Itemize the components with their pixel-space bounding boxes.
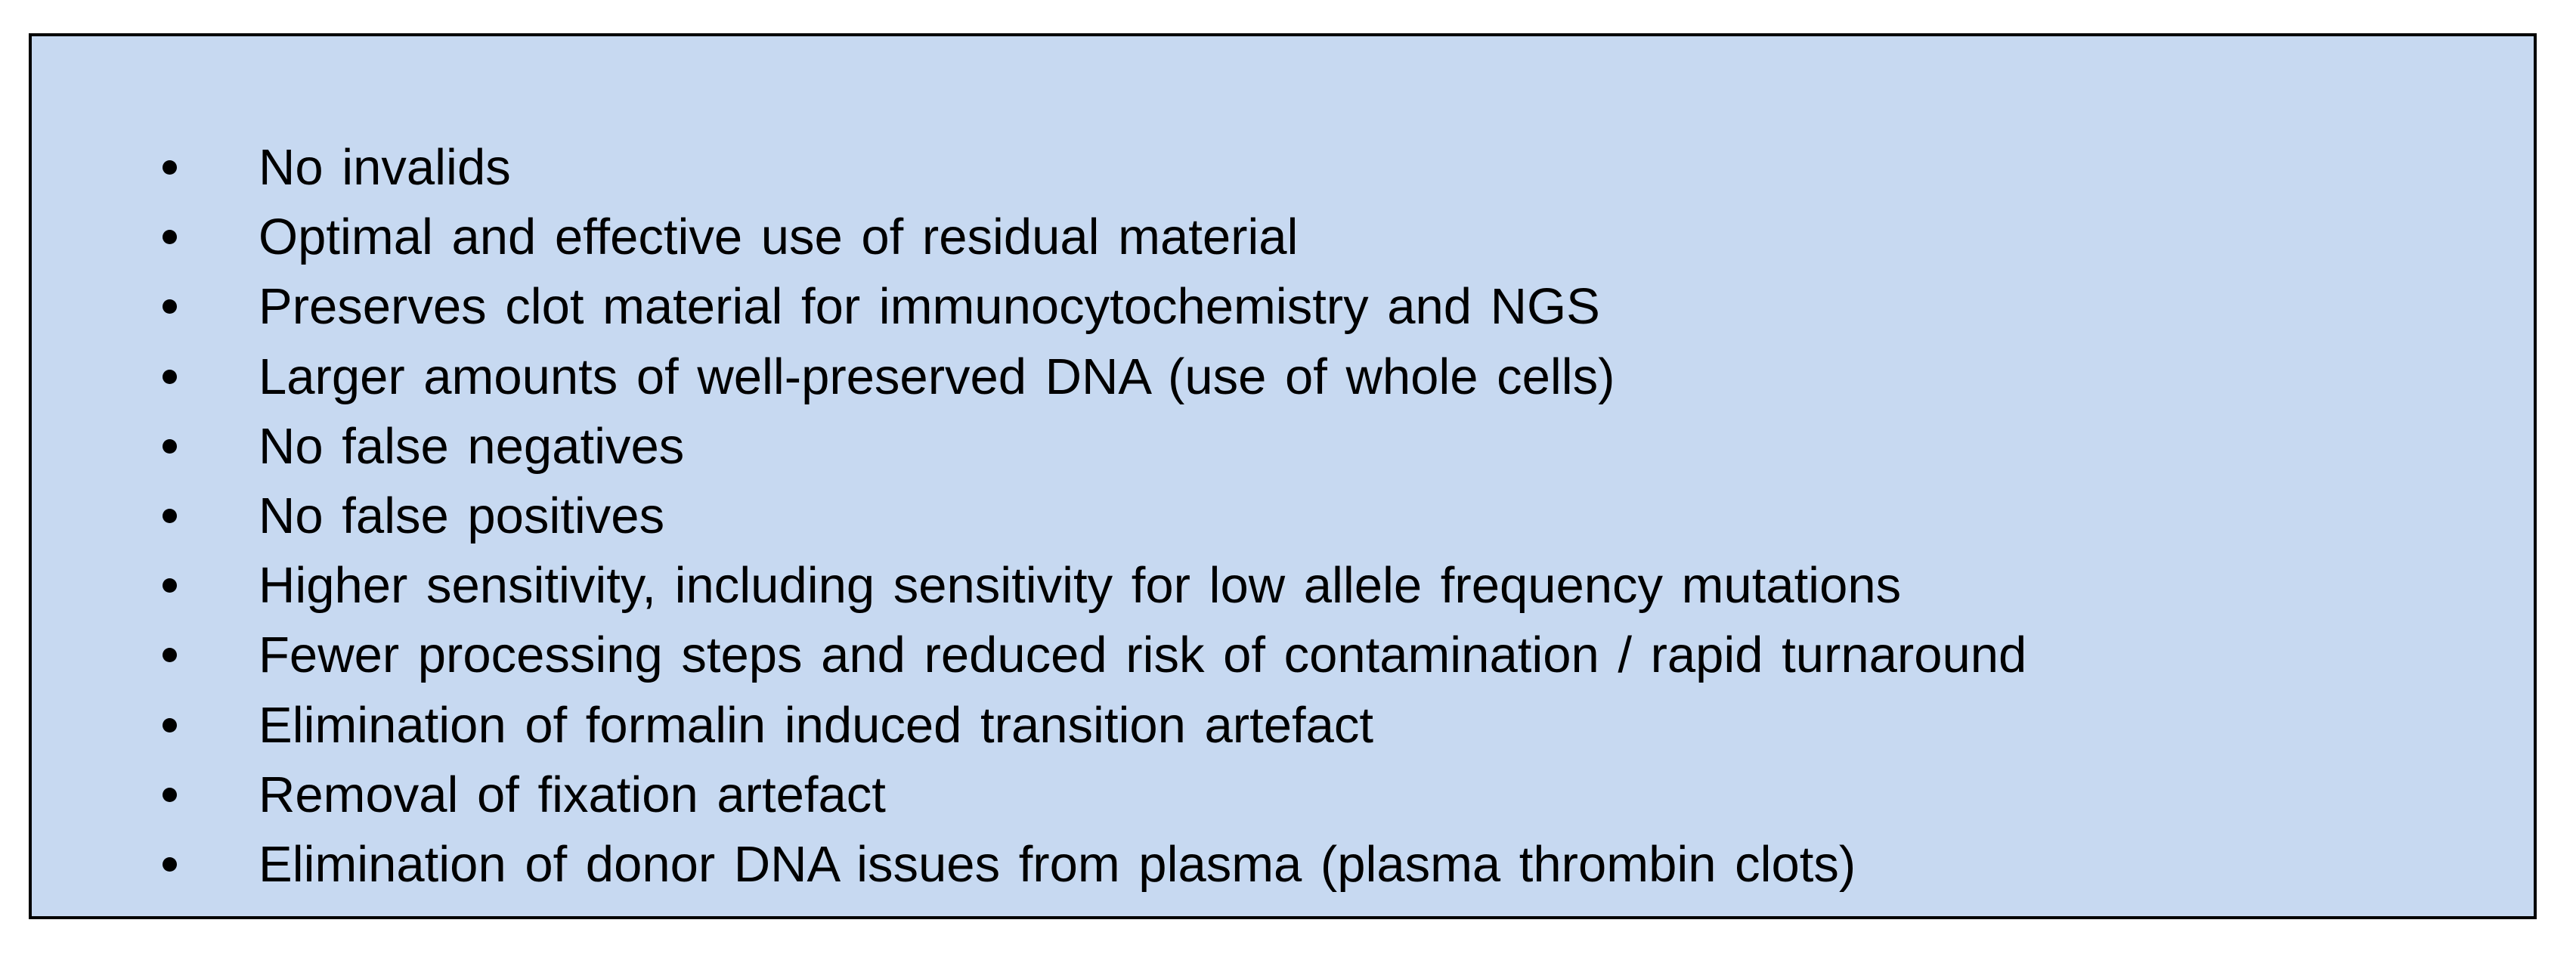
bullet-dot-icon (163, 508, 177, 523)
bullet-dot-icon (163, 856, 177, 872)
list-item-text: Removal of fixation artefact (259, 766, 886, 823)
bullet-dot-icon (163, 299, 177, 314)
list-item-text: No false negatives (259, 417, 685, 475)
list-item-text: Larger amounts of well-preserved DNA (us… (259, 348, 1615, 405)
bullet-dot-icon (163, 160, 177, 175)
list-item-text: Preserves clot material for immunocytoch… (259, 278, 1600, 336)
list-item-text: Optimal and effective use of residual ma… (259, 209, 1299, 266)
list-item-text: Fewer processing steps and reduced risk … (259, 627, 2027, 684)
bullet-dot-icon (163, 717, 177, 732)
list-item-text: No invalids (259, 139, 511, 196)
list-item-text: Elimination of donor DNA issues from pla… (259, 835, 1856, 893)
bullet-dot-icon (163, 787, 177, 802)
benefits-panel: No invalids Optimal and effective use of… (29, 33, 2537, 919)
bullet-dot-icon (163, 438, 177, 454)
bullet-dot-icon (163, 369, 177, 384)
list-item-text: Elimination of formalin induced transiti… (259, 696, 1373, 754)
bullet-dot-icon (163, 648, 177, 663)
bullet-dot-icon (163, 230, 177, 245)
list-item-text: No false positives (259, 487, 665, 544)
list-item-text: Higher sensitivity, including sensitivit… (259, 557, 1902, 615)
bullet-dot-icon (163, 578, 177, 593)
